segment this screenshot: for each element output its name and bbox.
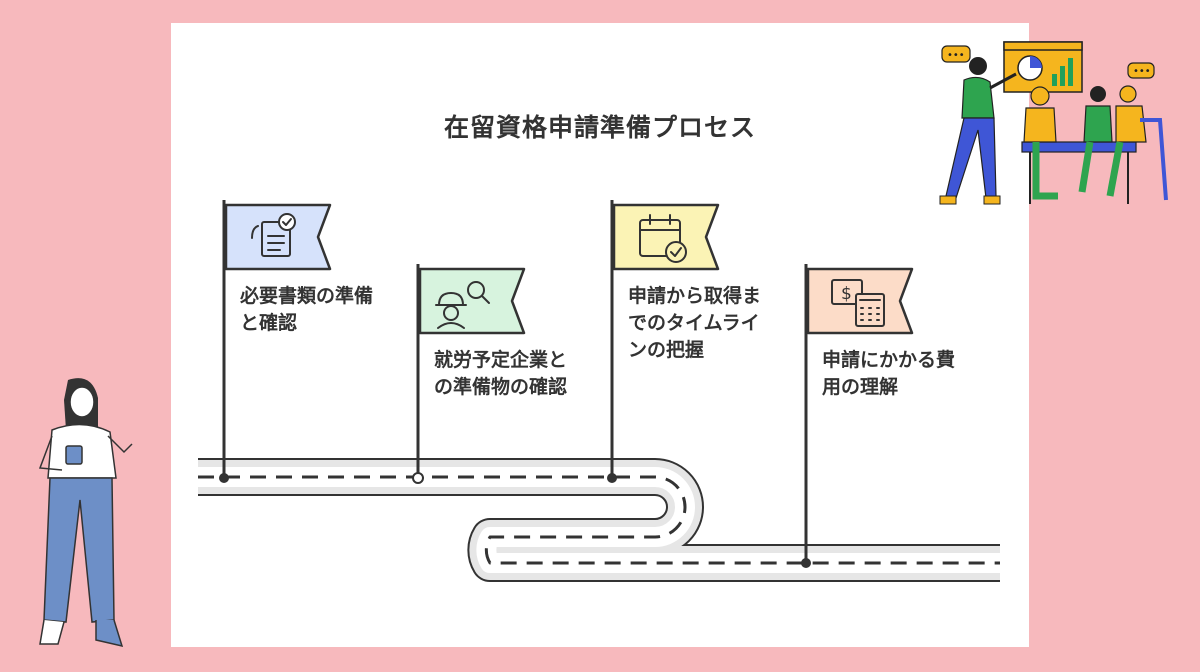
step-2-label: 就労予定企業と の準備物の確認: [434, 349, 568, 398]
flag-step-4: $: [801, 264, 914, 568]
document-check-icon: [251, 213, 296, 257]
money-calculator-icon: $: [831, 279, 885, 327]
flag-step-1: [219, 200, 332, 483]
flag-step-2: [412, 264, 526, 484]
flag-step-3: [607, 200, 720, 483]
svg-text:$: $: [841, 284, 852, 304]
diagram-title: 在留資格申請準備プロセス: [443, 113, 756, 142]
step-1-label: 必要書類の準備 と確認: [240, 285, 374, 334]
road: [198, 458, 1000, 582]
step-4-label: 申請にかかる費 用の理解: [822, 349, 956, 398]
svg-text:•••: •••: [947, 50, 965, 61]
svg-text:•••: •••: [1133, 66, 1151, 77]
worker-search-icon: [435, 281, 490, 329]
woman-with-cup-illustration: [38, 378, 133, 648]
calendar-check-icon: [639, 214, 687, 263]
team-meeting-illustration: ••• •••: [939, 41, 1168, 205]
step-3-label: 申請から取得ま でのタイムライ ンの把握: [628, 285, 762, 361]
